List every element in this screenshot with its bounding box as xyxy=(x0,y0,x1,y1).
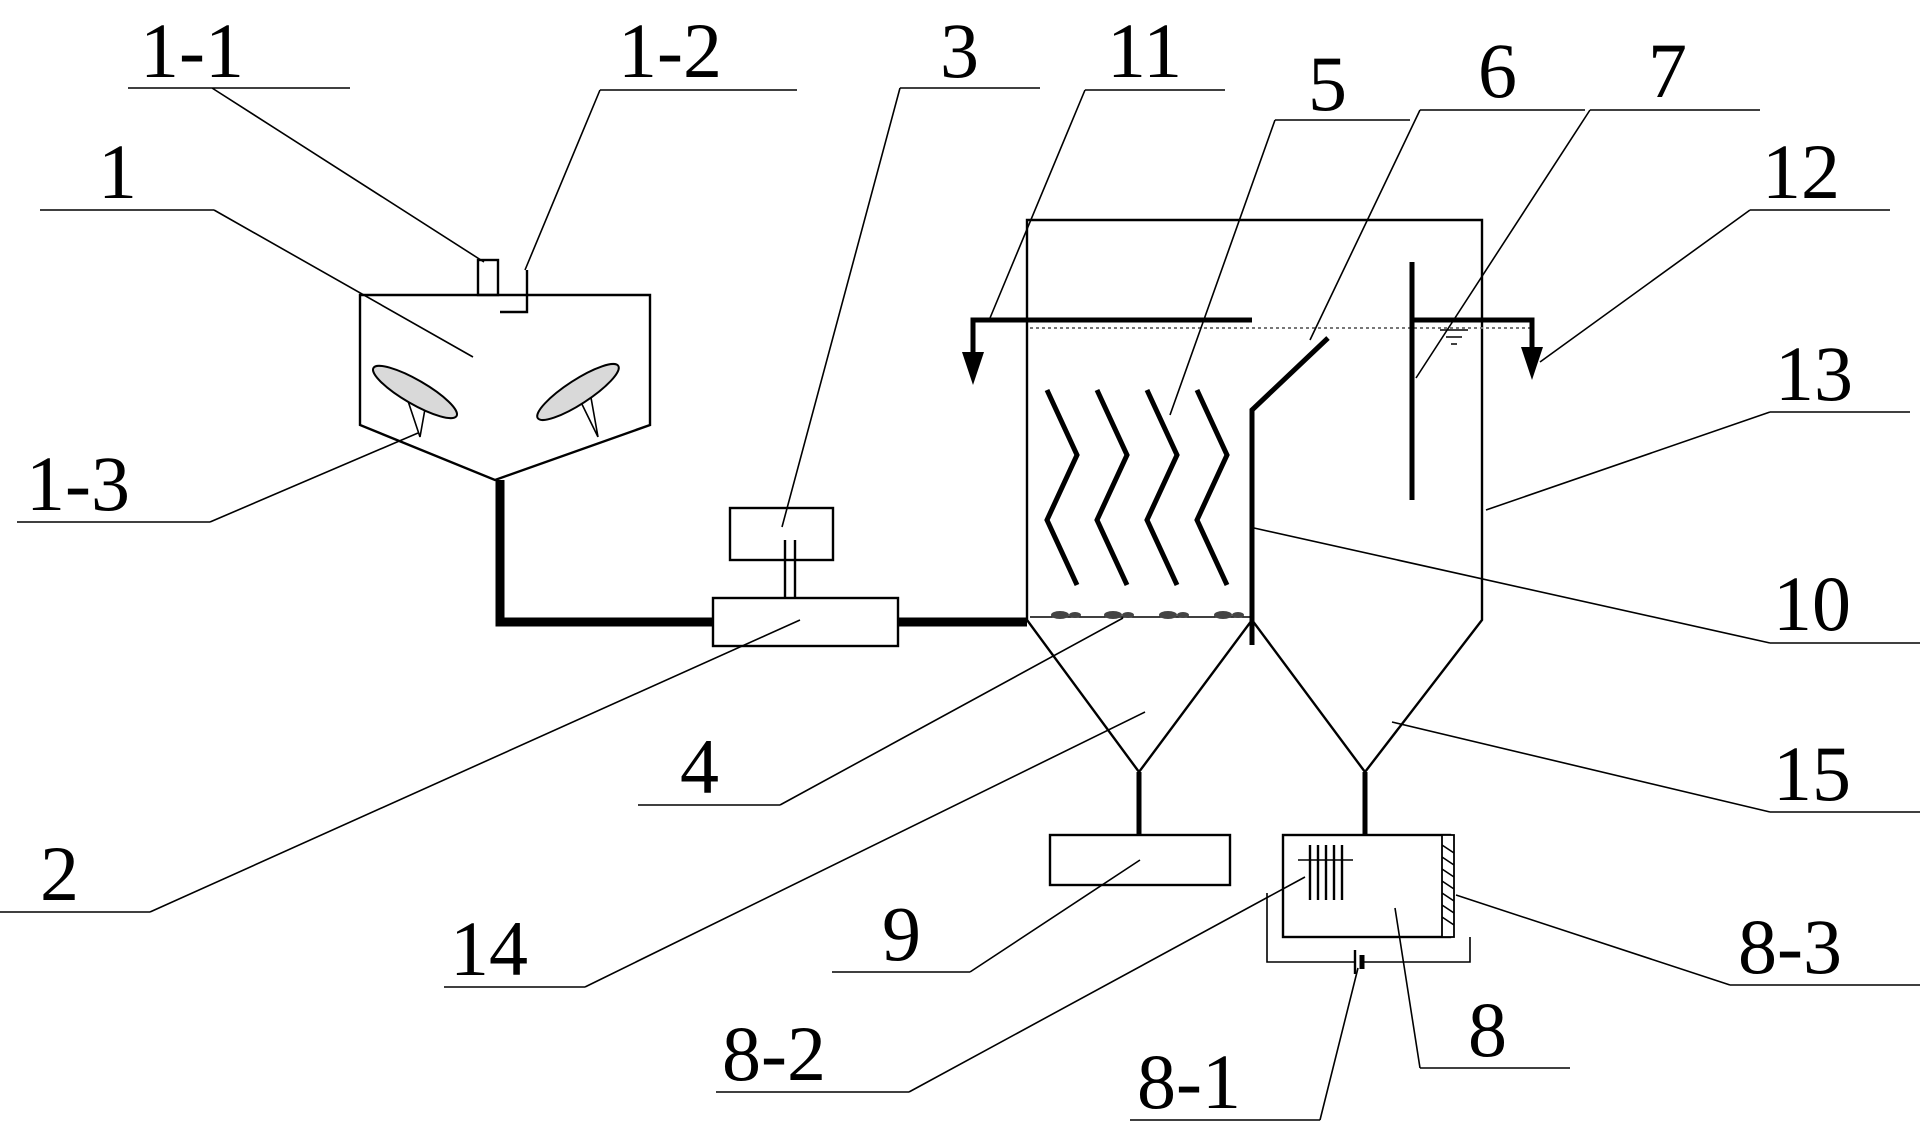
outlet-right-arrow xyxy=(1412,317,1543,380)
label-5: 5 xyxy=(1308,40,1347,127)
label-7: 7 xyxy=(1648,27,1687,114)
label-1-2: 1-2 xyxy=(618,7,722,94)
label-9: 9 xyxy=(882,890,921,977)
partition-wall xyxy=(1249,336,1330,645)
label-14: 14 xyxy=(450,905,528,992)
label-8: 8 xyxy=(1468,986,1507,1073)
label-6: 6 xyxy=(1478,27,1517,114)
tank-inlet-port xyxy=(476,258,500,297)
collection-box xyxy=(1048,833,1232,887)
label-2: 2 xyxy=(40,830,79,917)
label-3: 3 xyxy=(940,7,979,94)
power-circuit xyxy=(1266,893,1471,974)
tank-feed-pipe xyxy=(500,270,529,314)
label-12: 12 xyxy=(1762,128,1840,215)
pump-unit xyxy=(711,596,900,648)
label-10: 10 xyxy=(1773,560,1851,647)
water-level-line xyxy=(1030,327,1530,345)
agitator-left xyxy=(372,364,458,438)
label-13: 13 xyxy=(1775,330,1853,417)
controller-box xyxy=(728,506,835,562)
label-8-2: 8-2 xyxy=(722,1010,826,1097)
pump-connector xyxy=(783,540,797,598)
reactor-vessel xyxy=(1025,218,1484,775)
label-8-1: 8-1 xyxy=(1137,1038,1241,1125)
mixing-tank xyxy=(358,293,652,482)
aerator-diffusers xyxy=(1030,611,1250,619)
label-4: 4 xyxy=(680,723,719,810)
zigzag-plates xyxy=(1044,388,1230,587)
agitator-right xyxy=(536,362,620,438)
leader-lines xyxy=(0,87,1920,1121)
label-11: 11 xyxy=(1107,7,1182,94)
electrode-array xyxy=(1298,845,1353,900)
label-1-1: 1-1 xyxy=(140,7,244,94)
electrolytic-cell xyxy=(1281,833,1455,939)
label-1-3: 1-3 xyxy=(26,440,130,527)
label-1: 1 xyxy=(98,128,137,215)
label-15: 15 xyxy=(1773,730,1851,817)
outlet-left-arrow xyxy=(962,317,1252,385)
label-8-3: 8-3 xyxy=(1738,903,1842,990)
feed-pipe xyxy=(495,480,1027,627)
